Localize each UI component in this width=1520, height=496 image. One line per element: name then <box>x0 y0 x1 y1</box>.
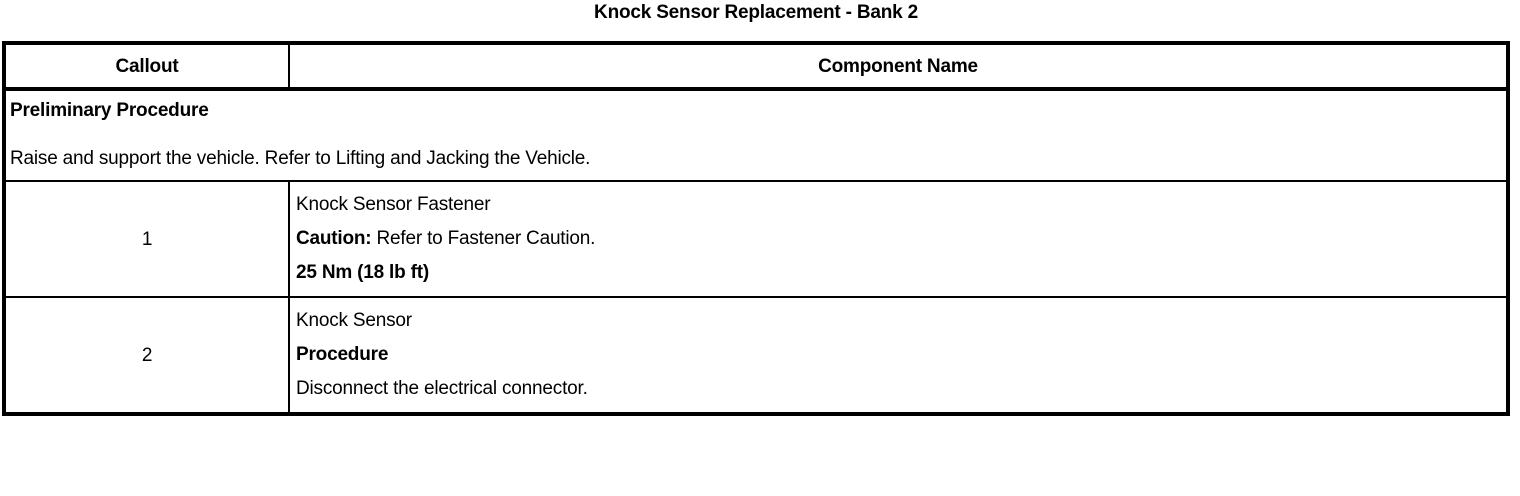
table-row: 1 Knock Sensor Fastener Caution: Refer t… <box>4 181 1508 298</box>
table-header-row: Callout Component Name <box>4 43 1508 91</box>
component-description-cell: Knock Sensor Procedure Disconnect the el… <box>289 297 1508 414</box>
callout-number: 2 <box>4 297 290 414</box>
column-header-component-name: Component Name <box>289 43 1508 91</box>
preliminary-procedure-heading: Preliminary Procedure <box>10 100 209 121</box>
procedure-label: Procedure <box>296 344 389 365</box>
torque-spec: 25 Nm (18 lb ft) <box>296 262 429 283</box>
caution-note: Caution: Refer to Fastener Caution. <box>296 222 1506 256</box>
preliminary-procedure-cell: Preliminary Procedure Raise and support … <box>4 89 1508 182</box>
column-header-callout: Callout <box>4 43 290 91</box>
table-row: 2 Knock Sensor Procedure Disconnect the … <box>4 297 1508 414</box>
component-description-cell: Knock Sensor Fastener Caution: Refer to … <box>289 181 1508 298</box>
callout-number: 1 <box>4 181 290 298</box>
page-title: Knock Sensor Replacement - Bank 2 <box>594 2 918 23</box>
preliminary-procedure-text: Raise and support the vehicle. Refer to … <box>10 148 591 169</box>
component-name-text: Knock Sensor Fastener <box>296 194 491 215</box>
caution-label: Caution: <box>296 228 372 249</box>
preliminary-procedure-row: Preliminary Procedure Raise and support … <box>4 89 1508 182</box>
caution-text: Refer to Fastener Caution. <box>371 228 596 249</box>
procedure-step-text: Disconnect the electrical connector. <box>296 378 588 399</box>
component-callout-table: Callout Component Name Preliminary Proce… <box>2 41 1510 416</box>
component-name-text: Knock Sensor <box>296 310 412 331</box>
